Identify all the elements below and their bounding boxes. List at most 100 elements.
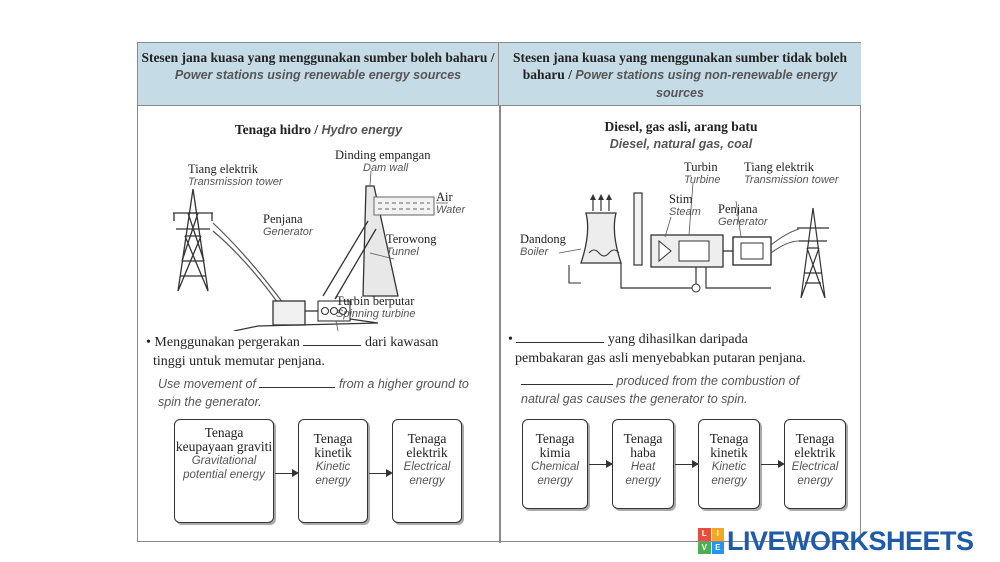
flow-chemical-ms: Tenaga kimia [535, 431, 575, 460]
header-non-renewable: Stesen jana kuasa yang menggunakan sumbe… [499, 43, 861, 106]
flow-box-chemical: Tenaga kimia Chemical energy [522, 419, 588, 509]
turbine-right-ms: Turbin [684, 160, 718, 174]
flow-heat-ms: Tenaga haba [623, 431, 663, 460]
header-renewable: Stesen jana kuasa yang menggunakan sumbe… [138, 43, 499, 106]
label-dam: Dinding empangan Dam wall [335, 149, 430, 175]
hydro-title-en: Hydro energy [321, 123, 403, 137]
flow-gravitational-en: Gravitational potential energy [183, 455, 265, 481]
steam-ms: Stim [669, 192, 693, 206]
fossil-blank-ms[interactable] [516, 331, 605, 343]
hydro-q-en-1: Use movement of [158, 377, 256, 391]
water-icon [373, 196, 435, 216]
flow-electrical-right-ms: Tenaga elektrik [794, 431, 836, 460]
flow-electrical-left-ms: Tenaga elektrik [406, 431, 448, 460]
fossil-q-ms-1: yang dihasilkan daripada [607, 332, 748, 347]
pipe-loop [620, 263, 771, 289]
tower-right-en: Transmission tower [744, 174, 839, 186]
transmission-tower-icon-right [797, 207, 829, 299]
flow-heat-en: Heat energy [625, 461, 661, 487]
dam-wall-icon [362, 185, 399, 297]
tower-ms: Tiang elektrik [188, 162, 259, 176]
flow-kinetic-right-en: Kinetic energy [711, 461, 747, 487]
power-lines [212, 222, 284, 304]
logo-letter: I [711, 528, 724, 541]
flow-box-kinetic-left: Tenaga kinetik Kinetic energy [298, 419, 368, 523]
flow-arrow [761, 460, 785, 468]
tunnel-en: Tunnel [386, 246, 419, 258]
hydro-q-en-3: spin the generator. [158, 395, 262, 409]
outflow-pipe [233, 318, 379, 331]
dam-ms: Dinding empangan [335, 148, 431, 162]
header-renewable-en: Power stations using renewable energy so… [174, 68, 462, 82]
label-steam: Stim Steam [669, 193, 701, 219]
liveworksheets-brand[interactable]: L I V E LIVEWORKSHEETS [698, 523, 974, 559]
turbine-icon [317, 300, 351, 322]
tunnel-icon [322, 220, 377, 300]
hydro-title: Tenaga hidro / Hydro energy [234, 122, 403, 137]
hydro-blank-en[interactable] [259, 376, 336, 388]
fossil-question-en: produced from the combustion of natural … [521, 372, 861, 408]
header-non-renewable-en: Power stations using non-renewable energ… [575, 68, 838, 100]
flow-arrow [589, 460, 613, 468]
turbine-ms: Turbin berputar [336, 294, 415, 308]
turbine-en: Spinning turbine [336, 308, 416, 320]
flow-arrow [675, 460, 699, 468]
generator-right-en: Generator [718, 216, 768, 228]
fossil-blank-en[interactable] [521, 373, 613, 385]
label-tower-left: Tiang elektrik Transmission tower [188, 163, 283, 189]
hydro-q-ms-2: dari kawasan [364, 335, 439, 350]
header-renewable-ms: Stesen jana kuasa yang menggunakan sumbe… [141, 50, 488, 65]
worksheet-table: Stesen jana kuasa yang menggunakan sumbe… [137, 42, 861, 543]
liveworksheets-logo-icon: L I V E [698, 528, 724, 554]
flow-box-electrical-left: Tenaga elektrik Electrical energy [392, 419, 462, 523]
hydro-diagram [173, 170, 448, 331]
tunnel-ms: Terowong [386, 232, 437, 246]
label-boiler: Dandong Boiler [520, 233, 566, 259]
flow-chemical-en: Chemical energy [531, 461, 579, 487]
hydro-title-ms: Tenaga hidro [234, 122, 312, 137]
steam-en: Steam [669, 206, 701, 218]
fossil-q-en-1: produced from the combustion of [616, 374, 800, 388]
generator-icon [272, 300, 306, 326]
generator-ms: Penjana [263, 212, 303, 226]
water-en: Water [436, 204, 466, 216]
label-turbine: Turbin berputar Spinning turbine [336, 295, 416, 321]
flow-gravitational-ms: Tenaga keupayaan graviti [175, 425, 273, 454]
tower-en: Transmission tower [188, 176, 283, 188]
label-generator-left: Penjana Generator [263, 213, 313, 239]
label-tunnel: Terowong Tunnel [386, 233, 437, 259]
label-tower-right: Tiang elektrik Transmission tower [744, 161, 839, 187]
flow-kinetic-right-ms: Tenaga kinetik [709, 431, 749, 460]
flow-electrical-right-en: Electrical energy [791, 461, 839, 487]
boiler-ms: Dandong [520, 232, 566, 246]
fossil-title-ms: Diesel, gas asli, arang batu [604, 119, 758, 134]
flow-box-kinetic-right: Tenaga kinetik Kinetic energy [698, 419, 760, 509]
flow-kinetic-left-ms: Tenaga kinetik [313, 431, 353, 460]
generator-icon-right [732, 236, 772, 266]
fossil-q-ms-2: pembakaran gas asli menyebabkan putaran … [515, 351, 806, 366]
fossil-q-en-2: natural gas causes the generator to spin… [521, 392, 748, 406]
logo-letter: E [711, 541, 724, 554]
logo-letter: V [698, 541, 711, 554]
thermal-diagram [558, 182, 829, 299]
water-ms: Air [436, 190, 453, 204]
hydro-question-ms: • Menggunakan pergerakan dari kawasan ti… [146, 334, 439, 369]
flow-kinetic-left-en: Kinetic energy [315, 461, 351, 487]
turbine-right-en: Turbine [684, 174, 721, 186]
generator-en: Generator [263, 226, 313, 238]
hydro-blank-ms[interactable] [303, 334, 362, 346]
column-divider [499, 106, 501, 543]
fossil-title: Diesel, gas asli, arang batu Diesel, nat… [501, 118, 861, 153]
flow-arrow [369, 469, 393, 477]
tower-right-ms: Tiang elektrik [744, 160, 815, 174]
dam-en: Dam wall [363, 162, 409, 174]
label-turbine-right: Turbin Turbine [684, 161, 720, 187]
hydro-question-en: Use movement of from a higher ground to … [158, 375, 498, 411]
transmission-tower-icon [173, 188, 213, 292]
chimney-icon [633, 192, 643, 266]
hydro-q-en-2: from a higher ground to [338, 377, 469, 391]
label-water: Air Water [436, 191, 465, 217]
flow-electrical-left-en: Electrical energy [403, 461, 451, 487]
logo-letter: L [698, 528, 711, 541]
boiler-en: Boiler [520, 246, 549, 258]
